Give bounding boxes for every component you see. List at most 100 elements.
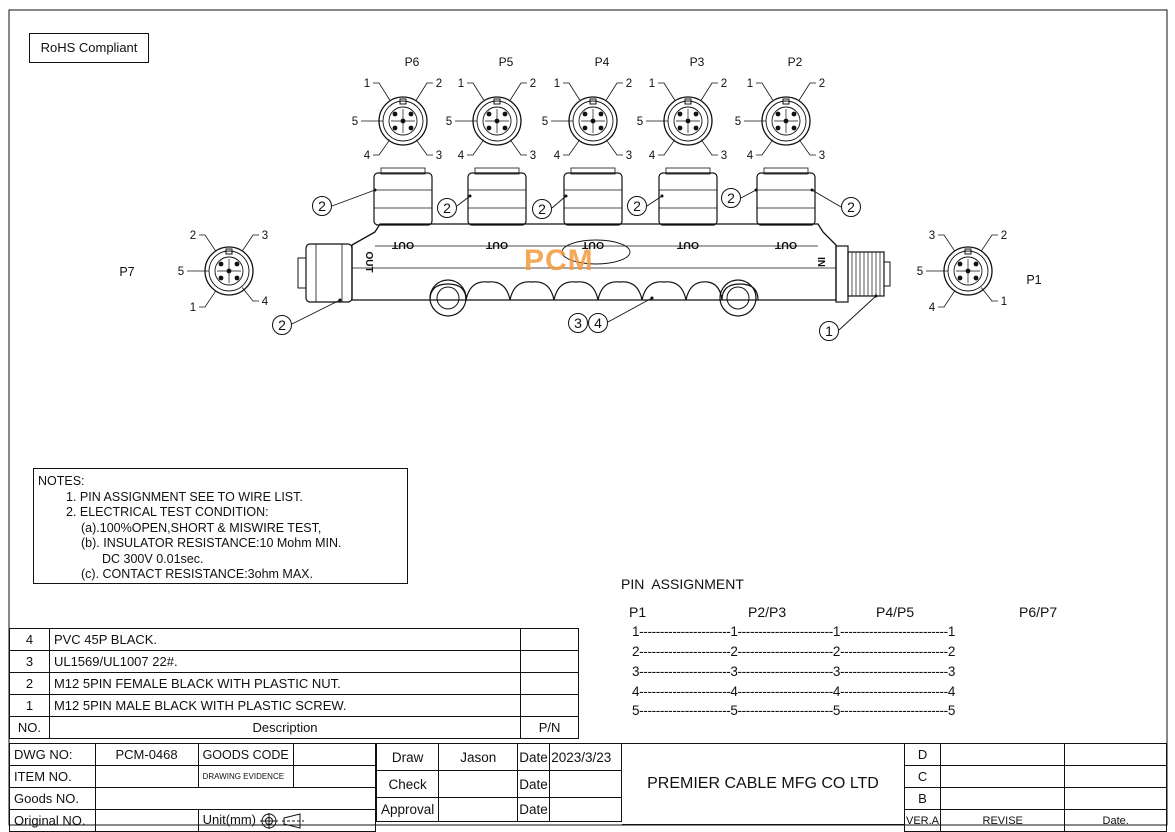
- connector-label-p7: P7: [119, 265, 134, 279]
- drawing-evidence-label: DRAWING EVIDENCE: [197, 765, 294, 788]
- pin-dot: [408, 125, 414, 131]
- bom-pn: [520, 628, 579, 651]
- pin-number: 2: [721, 78, 727, 90]
- pin-header-p2p3: P2/P3: [748, 604, 787, 620]
- pin-dot: [502, 111, 508, 117]
- pin-number: 1: [364, 78, 370, 90]
- pin-dot: [502, 125, 508, 131]
- approval-name: [438, 797, 519, 822]
- pin-dot: [234, 275, 240, 281]
- pin-header-p6p7: P6/P7: [1019, 604, 1058, 620]
- draw-label: Draw: [375, 743, 440, 771]
- note-line: DC 300V 0.01sec.: [102, 551, 204, 566]
- pin-number: 4: [649, 150, 656, 162]
- check-date-value: [549, 770, 622, 798]
- female-nut: [467, 167, 527, 226]
- pin-dot: [486, 125, 492, 131]
- pin-dot: [973, 275, 979, 281]
- pin-row: 5----------------------5----------------…: [632, 703, 955, 718]
- bom-header-pn: P/N: [520, 716, 579, 739]
- pin-dot: [598, 111, 604, 117]
- pin-dot: [582, 125, 588, 131]
- port-label-out: OUT: [485, 239, 508, 251]
- pin-dot: [392, 111, 398, 117]
- item-no-value: [94, 765, 199, 788]
- pcm-logo: PCM: [524, 244, 594, 277]
- pin-header-p1: P1: [629, 604, 647, 620]
- bom-no: 1: [9, 694, 50, 717]
- pin-dot: [218, 261, 224, 267]
- top-female-nuts: [373, 167, 816, 226]
- pin-number: 4: [554, 150, 561, 162]
- bom-header: NO. Description P/N: [9, 716, 579, 739]
- pin-number: 4: [364, 150, 371, 162]
- port-label-in: IN: [815, 257, 826, 267]
- pin-number: 3: [530, 150, 536, 162]
- connector-label: P2: [788, 55, 803, 69]
- pin-number: 3: [819, 150, 825, 162]
- callout-bubble: 4: [588, 296, 654, 333]
- approval-label: Approval: [375, 797, 440, 822]
- note-line: (c). CONTACT RESISTANCE:3ohm MAX.: [81, 567, 313, 581]
- callout-number: 1: [825, 323, 833, 339]
- connector-label-p1: P1: [1026, 273, 1041, 287]
- bom-no: 2: [9, 672, 50, 695]
- pin-number: 1: [1001, 296, 1007, 308]
- pin-dot: [693, 111, 699, 117]
- callout-bubble: 2: [437, 194, 472, 218]
- pin-dot: [677, 125, 683, 131]
- bom-pn: [520, 650, 579, 673]
- ver-label: VER.A: [903, 809, 942, 832]
- callout-number: 2: [633, 198, 641, 214]
- pin-dot: [392, 125, 398, 131]
- pin-row: 4----------------------4----------------…: [632, 684, 955, 699]
- bom-desc: PVC 45P BLACK.: [48, 628, 522, 651]
- pin-number: 3: [721, 150, 727, 162]
- pin-dot: [791, 125, 797, 131]
- pin-number: 4: [262, 296, 269, 308]
- note-line: (a).100%OPEN,SHORT & MISWIRE TEST,: [81, 520, 322, 535]
- original-no-value: [94, 809, 199, 832]
- pin-number: 1: [747, 78, 753, 90]
- approval-date-value: [549, 797, 622, 822]
- bom-pn: [520, 694, 579, 717]
- sheet-border: [8, 9, 1168, 826]
- rev-letter: C: [903, 765, 942, 788]
- pin-number: 2: [190, 230, 196, 242]
- pin-number: 2: [626, 78, 632, 90]
- pin-number: 1: [190, 302, 196, 314]
- pin-number: 5: [446, 116, 452, 128]
- callout-number: 2: [847, 199, 855, 215]
- original-no-label: Original NO.: [9, 809, 96, 832]
- bom-row: 4 PVC 45P BLACK.: [9, 628, 579, 651]
- pin-number: 5: [735, 116, 741, 128]
- female-nut: [373, 167, 433, 226]
- female-nut: [658, 167, 718, 226]
- rohs-label: RoHS Compliant: [29, 33, 149, 63]
- pin-number: 5: [917, 266, 923, 278]
- bom-row: 3 UL1569/UL1007 22#.: [9, 650, 579, 673]
- pin-assignment-title: PIN ASSIGNMENT: [621, 576, 744, 592]
- pin-dot: [775, 111, 781, 117]
- callout-number: 2: [443, 200, 451, 216]
- goods-no-value: [94, 787, 377, 810]
- callout-bubble: 2: [627, 194, 664, 216]
- bom-no: 4: [9, 628, 50, 651]
- connector-label: P6: [405, 55, 420, 69]
- port-label-out: OUT: [774, 239, 797, 251]
- pin-number: 5: [637, 116, 643, 128]
- callout-bubble: 3: [568, 313, 588, 333]
- date-label: Date: [517, 743, 551, 771]
- connector-label: P3: [690, 55, 705, 69]
- goods-code-label: GOODS CODE: [197, 743, 294, 766]
- bom-header-desc: Description: [48, 716, 522, 739]
- projection-symbol-icon: [259, 812, 304, 829]
- callout-number: 2: [318, 198, 326, 214]
- item-no-label: ITEM NO.: [9, 765, 96, 788]
- pin-number: 2: [530, 78, 536, 90]
